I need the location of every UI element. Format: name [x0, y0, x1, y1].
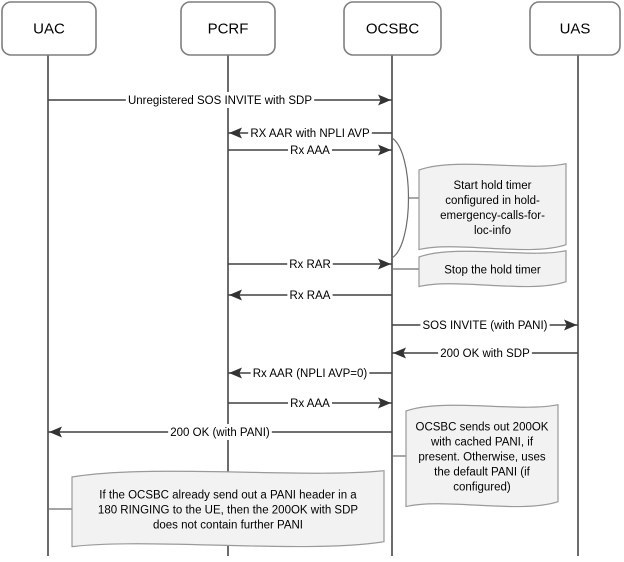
- actor-box-uac[interactable]: [1, 1, 97, 56]
- note-text-line: the default PANI (if: [434, 467, 530, 479]
- messages-layer: Unregistered SOS INVITE with SDP RX AAR w…: [48, 92, 578, 440]
- message-label-backdrop-m5: [287, 287, 333, 303]
- message-label-backdrop-m3: [288, 142, 332, 158]
- message-label-m6: SOS INVITE (with PANI): [422, 320, 547, 332]
- message-arrowhead-m9: [378, 397, 391, 409]
- note-text-line: emergency-calls-for-: [440, 210, 545, 222]
- message-arrowhead-m6: [564, 319, 577, 331]
- message-label-backdrop-m1: [125, 92, 315, 108]
- note-text-line: present. Otherwise, uses: [418, 452, 545, 464]
- message-m6[interactable]: SOS INVITE (with PANI): [392, 317, 578, 333]
- message-label-m3: Rx AAA: [290, 145, 330, 157]
- note-text-line: loc-info: [474, 225, 511, 237]
- note-note-180-ringing[interactable]: If the OCSBC already send out a PANI hea…: [48, 470, 385, 548]
- note-note-stop-timer[interactable]: Stop the hold timer: [392, 249, 567, 288]
- note-shape-note-stop-timer[interactable]: [418, 249, 567, 288]
- actor-label-ocsbc: OCSBC: [366, 20, 420, 37]
- note-text-line: with cached PANI, if: [430, 437, 534, 449]
- note-shape-note-hold-timer[interactable]: [418, 162, 567, 251]
- message-arrowhead-m8: [229, 367, 242, 379]
- message-m8[interactable]: Rx AAR (NPLI AVP=0): [228, 365, 392, 381]
- message-m3[interactable]: Rx AAA: [228, 142, 392, 158]
- message-arrowhead-m10: [49, 426, 62, 438]
- note-text-line: configured): [453, 482, 511, 494]
- message-arrowhead-m7: [393, 347, 406, 359]
- message-label-backdrop-m6: [420, 317, 550, 333]
- message-label-m4: Rx RAR: [289, 259, 331, 271]
- actor-label-uac: UAC: [33, 20, 65, 37]
- note-text-line: does not contain further PANI: [153, 520, 303, 532]
- message-label-m8: Rx AAR (NPLI AVP=0): [253, 368, 368, 380]
- lifeline-ocsbc[interactable]: OCSBC: [343, 1, 442, 556]
- actor-label-pcrf: PCRF: [208, 20, 249, 37]
- message-arrowhead-m2: [229, 127, 242, 139]
- message-label-backdrop-m9: [288, 395, 332, 411]
- message-label-m5: Rx RAA: [290, 290, 331, 302]
- lifeline-uac[interactable]: UAC: [1, 1, 97, 556]
- message-label-backdrop-m4: [287, 256, 333, 272]
- message-label-m7: 200 OK with SDP: [440, 348, 530, 360]
- message-label-m1: Unregistered SOS INVITE with SDP: [128, 95, 312, 107]
- message-arrowhead-m5: [229, 289, 242, 301]
- note-text-line: If the OCSBC already send out a PANI hea…: [99, 490, 357, 502]
- message-m9[interactable]: Rx AAA: [228, 395, 392, 411]
- note-note-cached-pani[interactable]: OCSBC sends out 200OK with cached PANI, i…: [392, 403, 559, 508]
- message-label-backdrop-m8: [250, 365, 370, 381]
- message-m4[interactable]: Rx RAR: [228, 256, 392, 272]
- note-text-line: 180 RINGING to the UE, then the 200OK wi…: [98, 505, 358, 517]
- actor-box-ocsbc[interactable]: [343, 1, 442, 56]
- message-label-m2: RX AAR with NPLI AVP: [250, 128, 370, 140]
- note-shape-note-cached-pani[interactable]: [405, 403, 559, 508]
- message-label-backdrop-m10: [168, 424, 272, 440]
- message-label-backdrop-m7: [438, 345, 532, 361]
- note-brace-note-hold-timer: [391, 137, 410, 259]
- message-m10[interactable]: 200 OK (with PANI): [48, 424, 392, 440]
- message-arrowhead-m3: [378, 144, 391, 156]
- message-label-backdrop-m2: [248, 125, 372, 141]
- note-text-line: Start hold timer: [454, 180, 532, 192]
- message-label-m10: 200 OK (with PANI): [170, 427, 270, 439]
- message-arrowhead-m1: [378, 94, 391, 106]
- lifeline-uas[interactable]: UAS: [529, 1, 621, 556]
- message-m2[interactable]: RX AAR with NPLI AVP: [228, 125, 392, 141]
- actor-label-uas: UAS: [560, 20, 591, 37]
- note-note-hold-timer[interactable]: Start hold timer configured in hold-emerg…: [391, 137, 567, 259]
- actor-box-pcrf[interactable]: [180, 1, 276, 56]
- actor-box-uas[interactable]: [529, 1, 621, 56]
- notes-layer: Start hold timer configured in hold-emerg…: [48, 137, 567, 548]
- message-m1[interactable]: Unregistered SOS INVITE with SDP: [48, 92, 392, 108]
- note-text-line: configured in hold-: [445, 195, 540, 207]
- message-m5[interactable]: Rx RAA: [228, 287, 392, 303]
- note-text-line: OCSBC sends out 200OK: [416, 422, 549, 434]
- note-text-line: Stop the hold timer: [444, 265, 541, 277]
- message-arrowhead-m4: [378, 258, 391, 270]
- note-shape-note-180-ringing[interactable]: [71, 470, 385, 548]
- message-label-m9: Rx AAA: [290, 398, 330, 410]
- message-m7[interactable]: 200 OK with SDP: [392, 345, 578, 361]
